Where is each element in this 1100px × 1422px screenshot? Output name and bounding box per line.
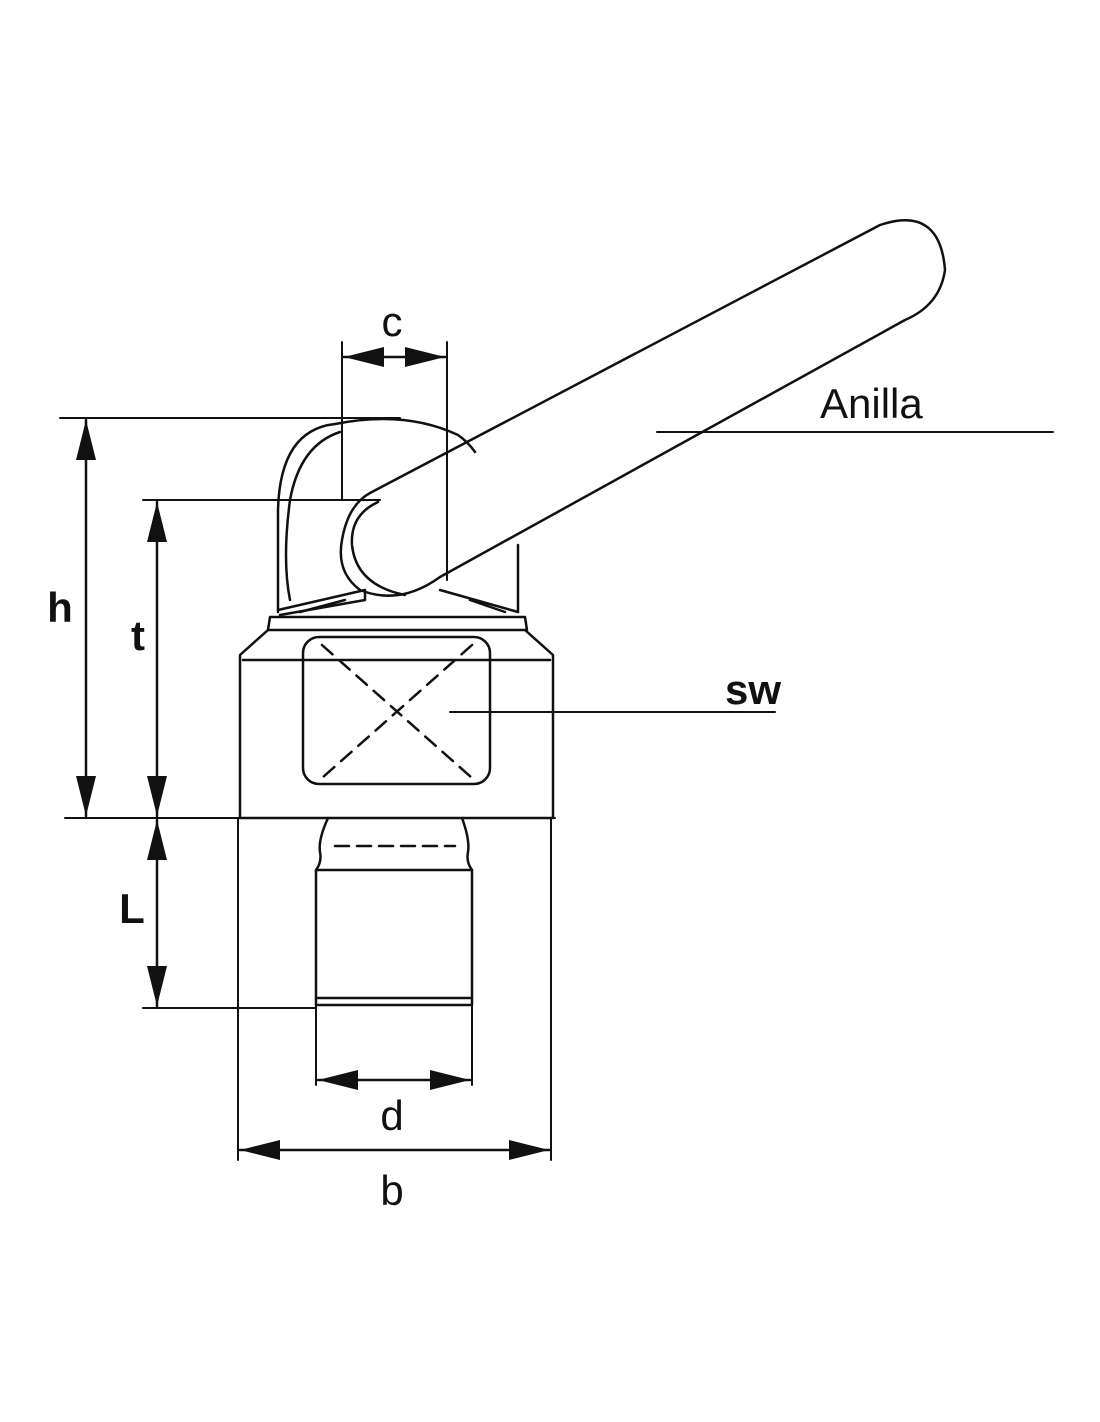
- label-b: b: [380, 1167, 403, 1214]
- label-L: L: [119, 885, 145, 932]
- label-h: h: [47, 584, 73, 631]
- label-d: d: [380, 1092, 403, 1139]
- extension-lines: [59, 341, 556, 1161]
- hex-body: [238, 628, 555, 820]
- label-anilla: Anilla: [820, 380, 923, 427]
- threaded-shank: [314, 816, 474, 1007]
- label-c: c: [382, 298, 403, 345]
- label-sw: sw: [725, 666, 781, 713]
- leader-lines: [449, 431, 1054, 713]
- label-t: t: [131, 612, 145, 659]
- dimension-lines: [76, 347, 551, 1160]
- ring-bar: [339, 219, 947, 597]
